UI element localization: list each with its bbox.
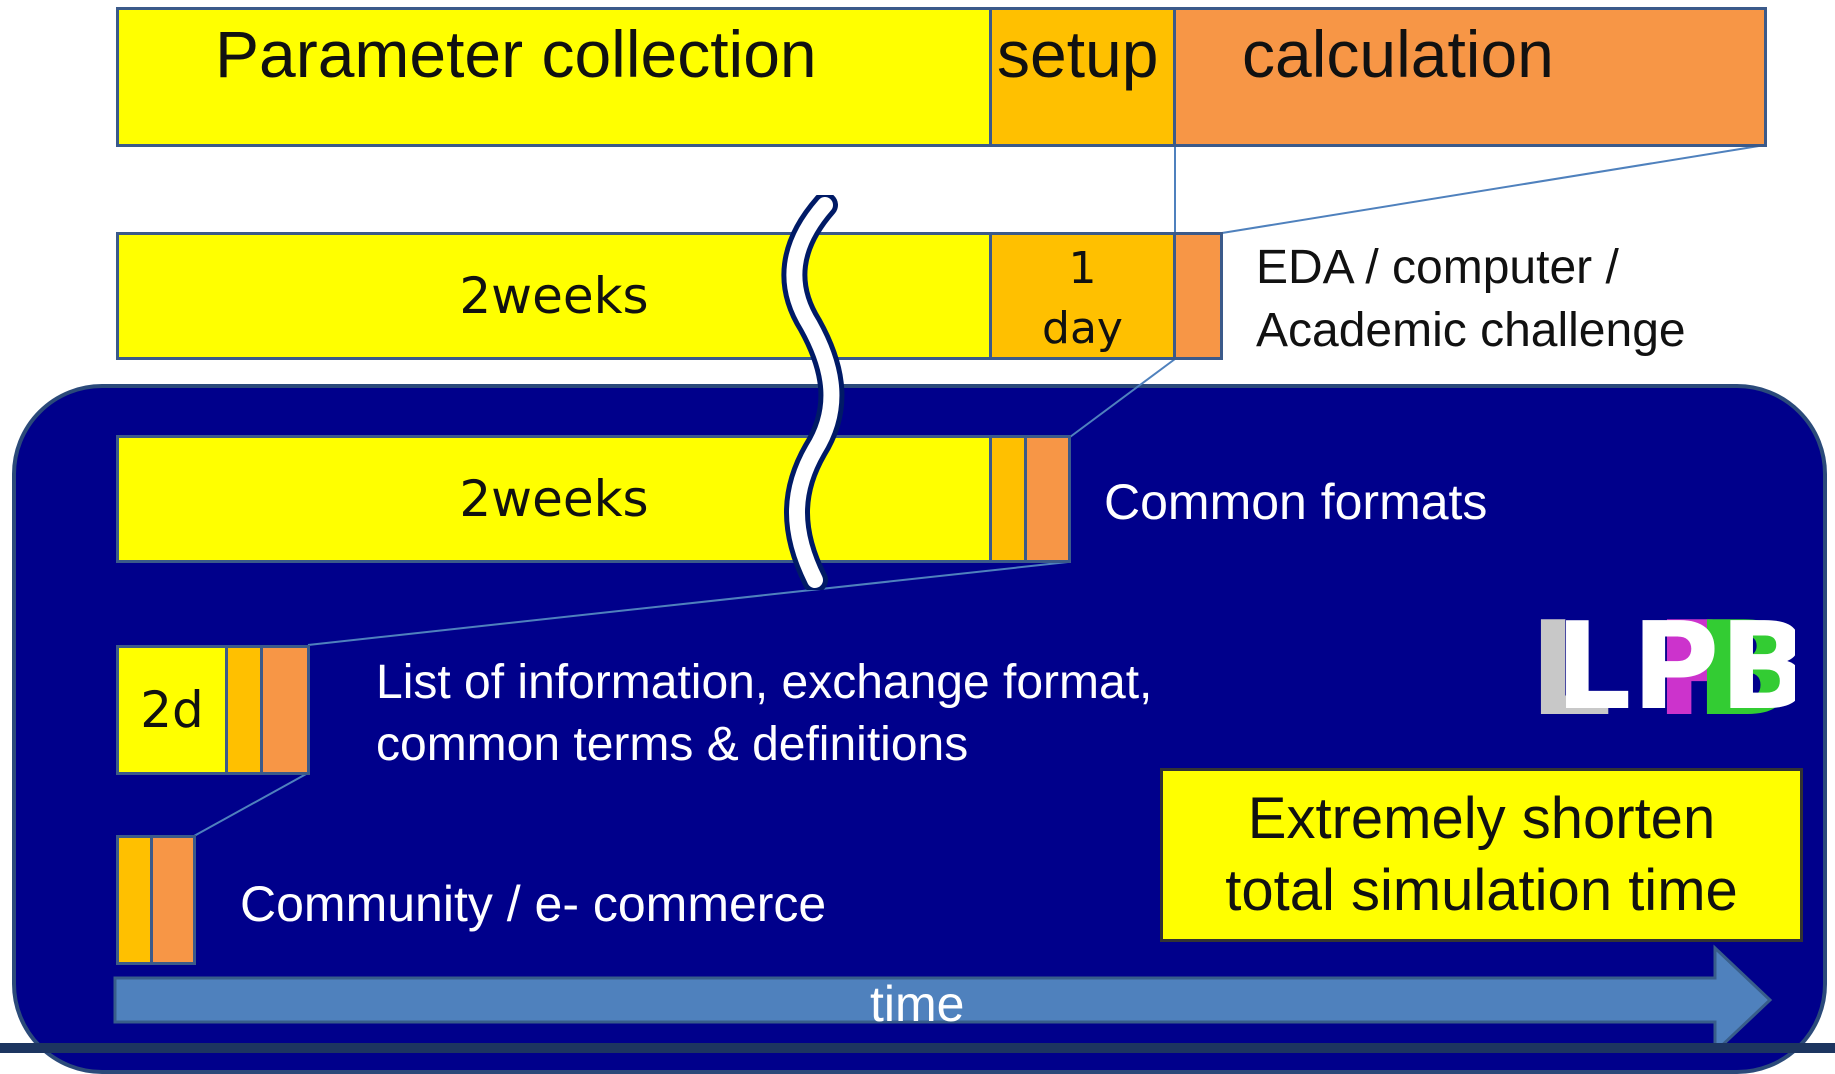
phase-setup: setup xyxy=(989,7,1176,147)
connector-top-right xyxy=(1221,144,1766,234)
break-mark-fill xyxy=(786,197,840,588)
logo-shadow-letter: L xyxy=(1529,608,1612,718)
time-arrow xyxy=(113,944,1773,1050)
logo-green-letter: B xyxy=(1695,608,1794,718)
row2-parameter-segment: 2weeks xyxy=(116,435,992,563)
callout-line1: Extremely shorten xyxy=(1247,786,1716,851)
row1-duration: 2weeks xyxy=(459,267,649,325)
row2-label: Common formats xyxy=(1104,474,1488,530)
connector-row1-row2 xyxy=(1069,358,1176,438)
row4-label: Community / e- commerce xyxy=(240,876,827,932)
callout-box: Extremely shorten total simulation time xyxy=(1160,768,1803,942)
row1-label-line1: EDA / computer / xyxy=(1256,241,1619,294)
row3-parameter-segment: 2d xyxy=(116,645,228,775)
row1-setup-unit: day xyxy=(1042,303,1123,354)
phase-parameter-collection: Parameter collection xyxy=(116,7,992,147)
row1-parameter-segment: 2weeks xyxy=(116,232,992,360)
row1-label-line2: Academic challenge xyxy=(1256,304,1686,357)
phase-parameter-label: Parameter collection xyxy=(215,17,817,91)
row3-label-line1: List of information, exchange format, xyxy=(376,656,1153,709)
time-label: time xyxy=(870,976,965,1032)
callout-line2: total simulation time xyxy=(1225,858,1738,923)
phase-calculation: calculation xyxy=(1173,7,1767,147)
lpb-logo: L P B LPB xyxy=(1529,608,1795,718)
phase-setup-label: setup xyxy=(997,17,1159,91)
row4-calculation-segment xyxy=(150,835,196,965)
row3-setup-segment xyxy=(225,645,263,775)
footer-strip xyxy=(0,1043,1835,1053)
phase-calculation-label: calculation xyxy=(1242,17,1554,91)
row1-calculation-segment xyxy=(1173,232,1223,360)
logo-magenta-letter: P xyxy=(1655,608,1750,718)
connector-row2-row3 xyxy=(307,561,1069,646)
connector-row3-row4 xyxy=(193,772,309,837)
row1-setup-value: 1 xyxy=(1068,243,1097,294)
row1-setup-segment: 1 day xyxy=(989,232,1176,360)
row3-duration: 2d xyxy=(140,681,204,739)
row3-calculation-segment xyxy=(260,645,310,775)
row2-setup-segment xyxy=(989,435,1027,563)
time-arrow-shape xyxy=(113,944,1773,1050)
time-break-mark xyxy=(781,195,845,590)
row2-duration: 2weeks xyxy=(459,470,649,528)
logo-main-text: LPB xyxy=(1555,608,1795,718)
row3-label-line2: common terms & definitions xyxy=(376,718,969,771)
row2-calculation-segment xyxy=(1024,435,1071,563)
